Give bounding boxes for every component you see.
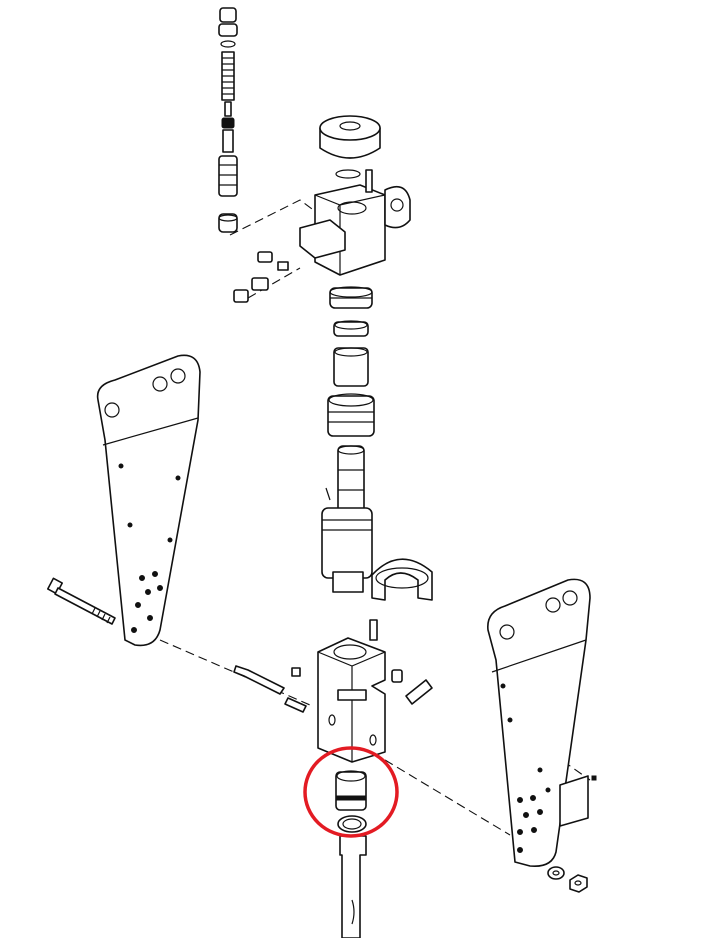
name-plate <box>559 775 597 827</box>
clamp-ring <box>371 558 433 601</box>
left-side-plate <box>96 354 201 647</box>
valve-stack <box>218 7 238 233</box>
retaining-ring <box>337 815 367 833</box>
highlight-circle <box>303 746 399 838</box>
piston <box>321 445 373 593</box>
valve-cap <box>319 115 381 179</box>
bushing <box>335 770 367 811</box>
tool-shank <box>339 835 367 938</box>
washer-and-nut <box>547 866 588 893</box>
front-head-block <box>233 619 433 763</box>
through-bolt <box>46 577 116 625</box>
sleeve-stack <box>327 286 375 437</box>
valve-block <box>233 169 411 303</box>
right-side-plate <box>487 578 591 868</box>
